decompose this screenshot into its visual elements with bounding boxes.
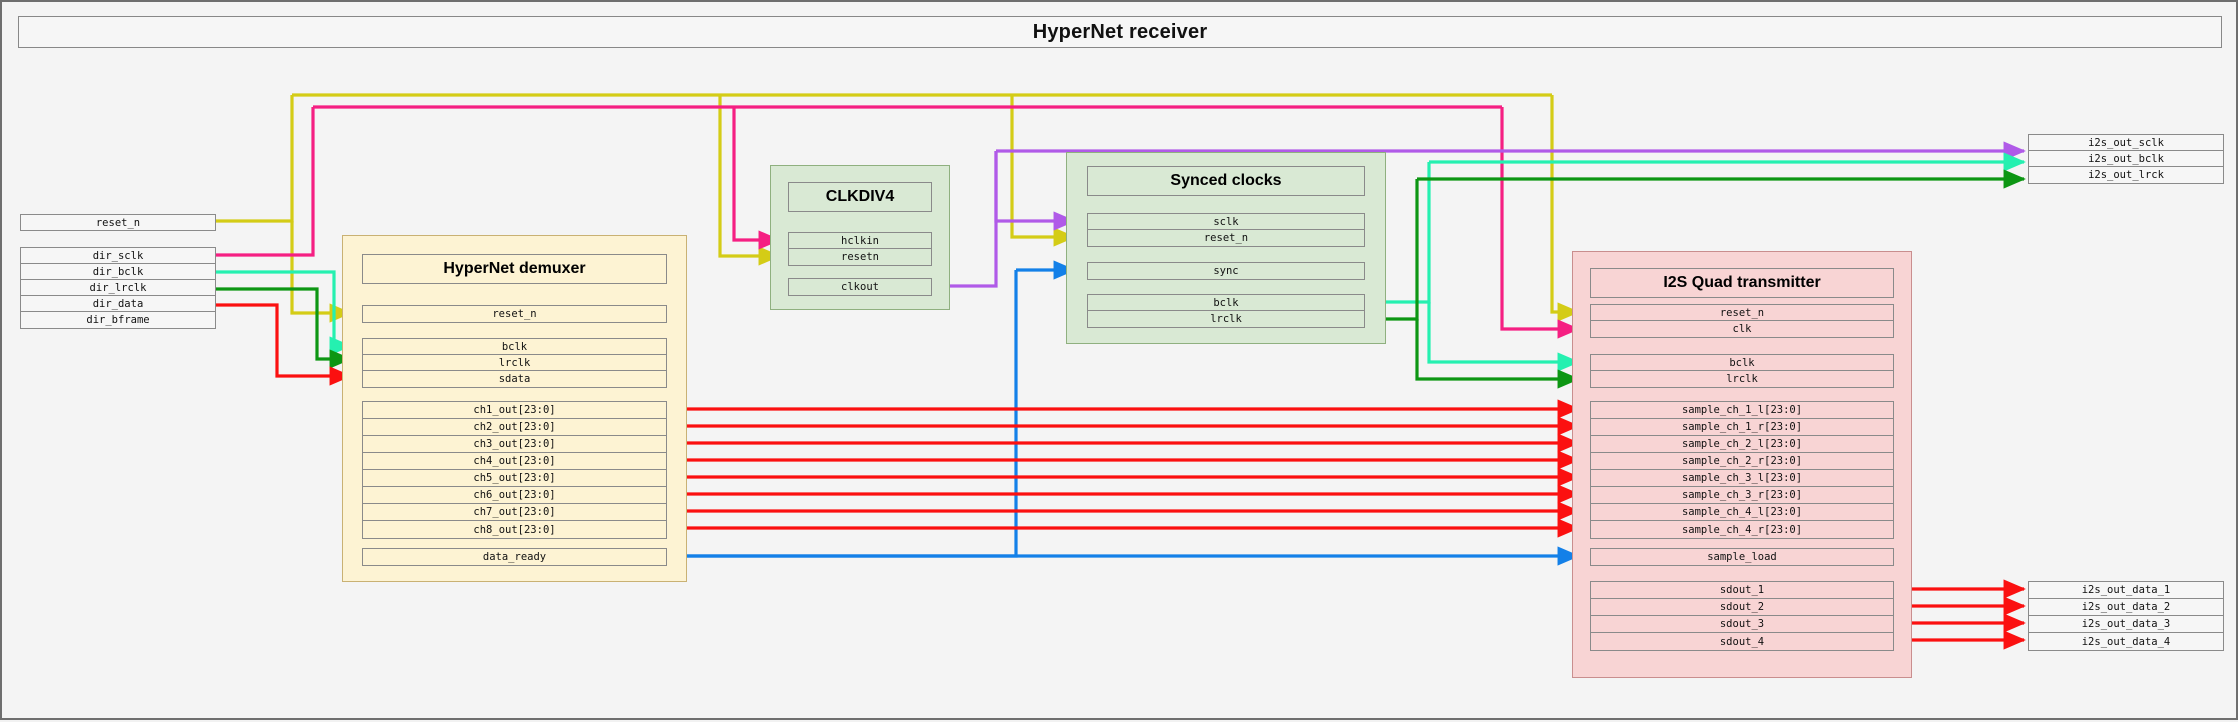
clkdiv4-port-clkout[interactable]: clkout — [789, 279, 931, 295]
wire-sync-lrclk-to-i2s — [1415, 319, 1580, 389]
block-title-text: I2S Quad transmitter — [1663, 274, 1821, 291]
clkdiv4-port-resetn[interactable]: resetn — [789, 249, 931, 265]
wire-clkout-to-sclk — [994, 151, 1076, 231]
output-port-i2s-out-data-1[interactable]: i2s_out_data_1 — [2029, 582, 2223, 599]
demuxer-port-lrclk[interactable]: lrclk — [363, 355, 666, 371]
i2s-port-sample-ch-3-r[interactable]: sample_ch_3_r[23:0] — [1591, 487, 1893, 504]
demuxer-port-ch2-out[interactable]: ch2_out[23:0] — [363, 419, 666, 436]
demuxer-port-ch8-out[interactable]: ch8_out[23:0] — [363, 521, 666, 538]
demuxer-port-data-ready[interactable]: data_ready — [363, 549, 666, 565]
i2s-port-sdout-2[interactable]: sdout_2 — [1591, 599, 1893, 616]
i2s-input-group-reset-clk: reset_n clk — [1590, 304, 1894, 338]
synced-clocks-port-sync[interactable]: sync — [1088, 263, 1364, 279]
synced-clocks-port-sclk[interactable]: sclk — [1088, 214, 1364, 230]
wire-sync-bclk-trunk — [1386, 162, 1431, 304]
i2s-port-sample-ch-4-r[interactable]: sample_ch_4_r[23:0] — [1591, 521, 1893, 538]
demuxer-port-bclk[interactable]: bclk — [363, 339, 666, 355]
input-port-dir-data[interactable]: dir_data — [21, 296, 215, 312]
demuxer-port-ch6-out[interactable]: ch6_out[23:0] — [363, 487, 666, 504]
i2s-port-sample-load[interactable]: sample_load — [1591, 549, 1893, 565]
i2s-input-group-samples: sample_ch_1_l[23:0] sample_ch_1_r[23:0] … — [1590, 401, 1894, 539]
clkdiv4-input-group: hclkin resetn — [788, 232, 932, 266]
demuxer-port-ch4-out[interactable]: ch4_out[23:0] — [363, 453, 666, 470]
demuxer-output-group-channels: ch1_out[23:0] ch2_out[23:0] ch3_out[23:0… — [362, 401, 667, 539]
i2s-port-lrclk[interactable]: lrclk — [1591, 371, 1893, 387]
synced-clocks-output-group: bclk lrclk — [1087, 294, 1365, 328]
synced-clocks-port-bclk[interactable]: bclk — [1088, 295, 1364, 311]
output-data-group: i2s_out_data_1 i2s_out_data_2 i2s_out_da… — [2028, 581, 2224, 651]
i2s-port-sdout-3[interactable]: sdout_3 — [1591, 616, 1893, 633]
input-port-dir-bframe[interactable]: dir_bframe — [86, 314, 150, 326]
block-hypernet-demuxer-title: HyperNet demuxer — [362, 254, 667, 284]
i2s-port-clk[interactable]: clk — [1591, 321, 1893, 337]
output-port-i2s-out-data-4[interactable]: i2s_out_data_4 — [2081, 635, 2171, 648]
i2s-input-group-sample-load: sample_load — [1590, 548, 1894, 566]
wire-dir-data — [216, 303, 352, 386]
diagram-title-bar: HyperNet receiver — [18, 16, 2222, 48]
wire-data-ready-trunk — [675, 270, 1018, 558]
i2s-port-sample-ch-3-l[interactable]: sample_ch_3_l[23:0] — [1591, 470, 1893, 487]
demuxer-port-sdata[interactable]: sdata — [363, 371, 666, 387]
output-port-i2s-out-data-2[interactable]: i2s_out_data_2 — [2029, 599, 2223, 616]
i2s-port-sample-ch-2-l[interactable]: sample_ch_2_l[23:0] — [1591, 436, 1893, 453]
input-port-dir-sclk[interactable]: dir_sclk — [21, 248, 215, 264]
synced-clocks-port-reset-n[interactable]: reset_n — [1088, 230, 1364, 246]
i2s-port-sdout-4[interactable]: sdout_4 — [1591, 633, 1893, 650]
i2s-output-group-sdout: sdout_1 sdout_2 sdout_3 sdout_4 — [1590, 581, 1894, 651]
demuxer-input-group-reset: reset_n — [362, 305, 667, 323]
demuxer-input-group-stream: bclk lrclk sdata — [362, 338, 667, 388]
input-reset-n-group: reset_n — [20, 214, 216, 231]
output-port-i2s-out-bclk[interactable]: i2s_out_bclk — [2029, 151, 2223, 167]
i2s-port-sample-ch-1-l[interactable]: sample_ch_1_l[23:0] — [1591, 402, 1893, 419]
i2s-port-sample-ch-1-r[interactable]: sample_ch_1_r[23:0] — [1591, 419, 1893, 436]
page-title: HyperNet receiver — [1032, 20, 1208, 43]
wire-dir-bclk — [216, 270, 352, 356]
block-title-text: HyperNet demuxer — [443, 260, 586, 277]
input-port-dir-lrclk[interactable]: dir_lrclk — [21, 280, 215, 296]
block-synced-clocks-title: Synced clocks — [1087, 166, 1365, 196]
input-port-reset-n[interactable]: reset_n — [21, 215, 215, 230]
output-port-i2s-out-data-3[interactable]: i2s_out_data_3 — [2029, 616, 2223, 633]
i2s-port-bclk[interactable]: bclk — [1591, 355, 1893, 371]
input-dir-group: dir_sclk dir_bclk dir_lrclk dir_data dir… — [20, 247, 216, 329]
clkdiv4-output-group: clkout — [788, 278, 932, 296]
i2s-port-sample-ch-4-l[interactable]: sample_ch_4_l[23:0] — [1591, 504, 1893, 521]
wire-reset-n-to-syncedclocks — [1010, 95, 1076, 247]
demuxer-port-ch1-out[interactable]: ch1_out[23:0] — [363, 402, 666, 419]
wire-reset-n-trunk — [216, 95, 294, 223]
wire-dir-sclk-to-i2s-clk — [1500, 107, 1580, 339]
synced-clocks-input-group-sync: sync — [1087, 262, 1365, 280]
demuxer-port-ch3-out[interactable]: ch3_out[23:0] — [363, 436, 666, 453]
output-port-i2s-out-lrck[interactable]: i2s_out_lrck — [2088, 169, 2164, 181]
output-port-i2s-out-sclk[interactable]: i2s_out_sclk — [2029, 135, 2223, 151]
wire-dir-lrclk — [216, 287, 352, 369]
wire-clkout-trunk — [948, 151, 998, 288]
wire-dir-sclk-trunk — [216, 107, 315, 257]
wire-sync-bclk-to-i2s — [1427, 302, 1580, 372]
i2s-port-reset-n[interactable]: reset_n — [1591, 305, 1893, 321]
i2s-port-sample-ch-2-r[interactable]: sample_ch_2_r[23:0] — [1591, 453, 1893, 470]
i2s-port-sdout-1[interactable]: sdout_1 — [1591, 582, 1893, 599]
block-title-text: CLKDIV4 — [825, 188, 895, 205]
demuxer-port-reset-n[interactable]: reset_n — [363, 306, 666, 322]
i2s-input-group-clocks: bclk lrclk — [1590, 354, 1894, 388]
output-clock-group: i2s_out_sclk i2s_out_bclk i2s_out_lrck — [2028, 134, 2224, 184]
demuxer-output-group-data-ready: data_ready — [362, 548, 667, 566]
synced-clocks-input-group-clk: sclk reset_n — [1087, 213, 1365, 247]
block-title-text: Synced clocks — [1170, 172, 1282, 189]
block-clkdiv4-title: CLKDIV4 — [788, 182, 932, 212]
demuxer-port-ch7-out[interactable]: ch7_out[23:0] — [363, 504, 666, 521]
input-reset-n-list: reset_n — [21, 215, 215, 230]
synced-clocks-port-lrclk[interactable]: lrclk — [1088, 311, 1364, 327]
clkdiv4-port-hclkin[interactable]: hclkin — [789, 233, 931, 249]
demuxer-port-ch5-out[interactable]: ch5_out[23:0] — [363, 470, 666, 487]
wire-sync-lrclk-trunk — [1386, 179, 1419, 321]
block-i2s-quad-transmitter-title: I2S Quad transmitter — [1590, 268, 1894, 298]
input-port-dir-bclk[interactable]: dir_bclk — [21, 264, 215, 280]
